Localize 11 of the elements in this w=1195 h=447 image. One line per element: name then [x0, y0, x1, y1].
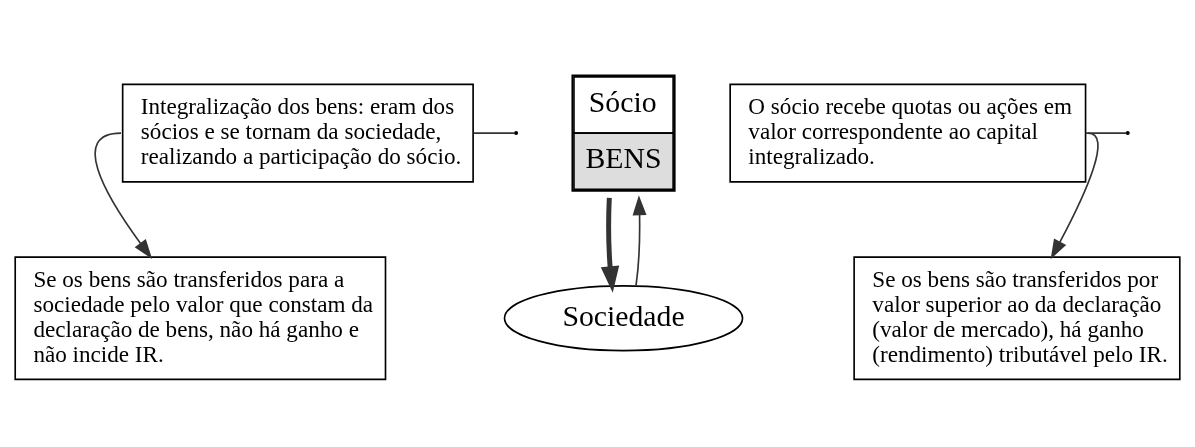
node-box: Se os bens são transferidos por valor superior ao da declaração (valor de mercado), há ganho (rendimento) tributável pelo IR.	[853, 255, 1181, 380]
node-box: Integralização dos bens: eram dos sócios e se tornam da sociedade, realizando a participação do sócio.	[121, 83, 474, 183]
arrow	[600, 197, 620, 293]
arrow	[94, 131, 153, 259]
arrow	[1050, 131, 1099, 259]
connector	[472, 131, 516, 134]
connector	[1084, 131, 1128, 134]
node-ellipse: Sociedade	[503, 284, 744, 351]
node-box: O sócio recebe quotas ou ações em valor correspondente ao capital integralizado.	[729, 83, 1087, 183]
node-box: Se os bens são transferidos para a sociedade pelo valor que constam da declaração de bens, não há ganho e não incide IR.	[14, 255, 387, 380]
arrow	[632, 194, 647, 286]
